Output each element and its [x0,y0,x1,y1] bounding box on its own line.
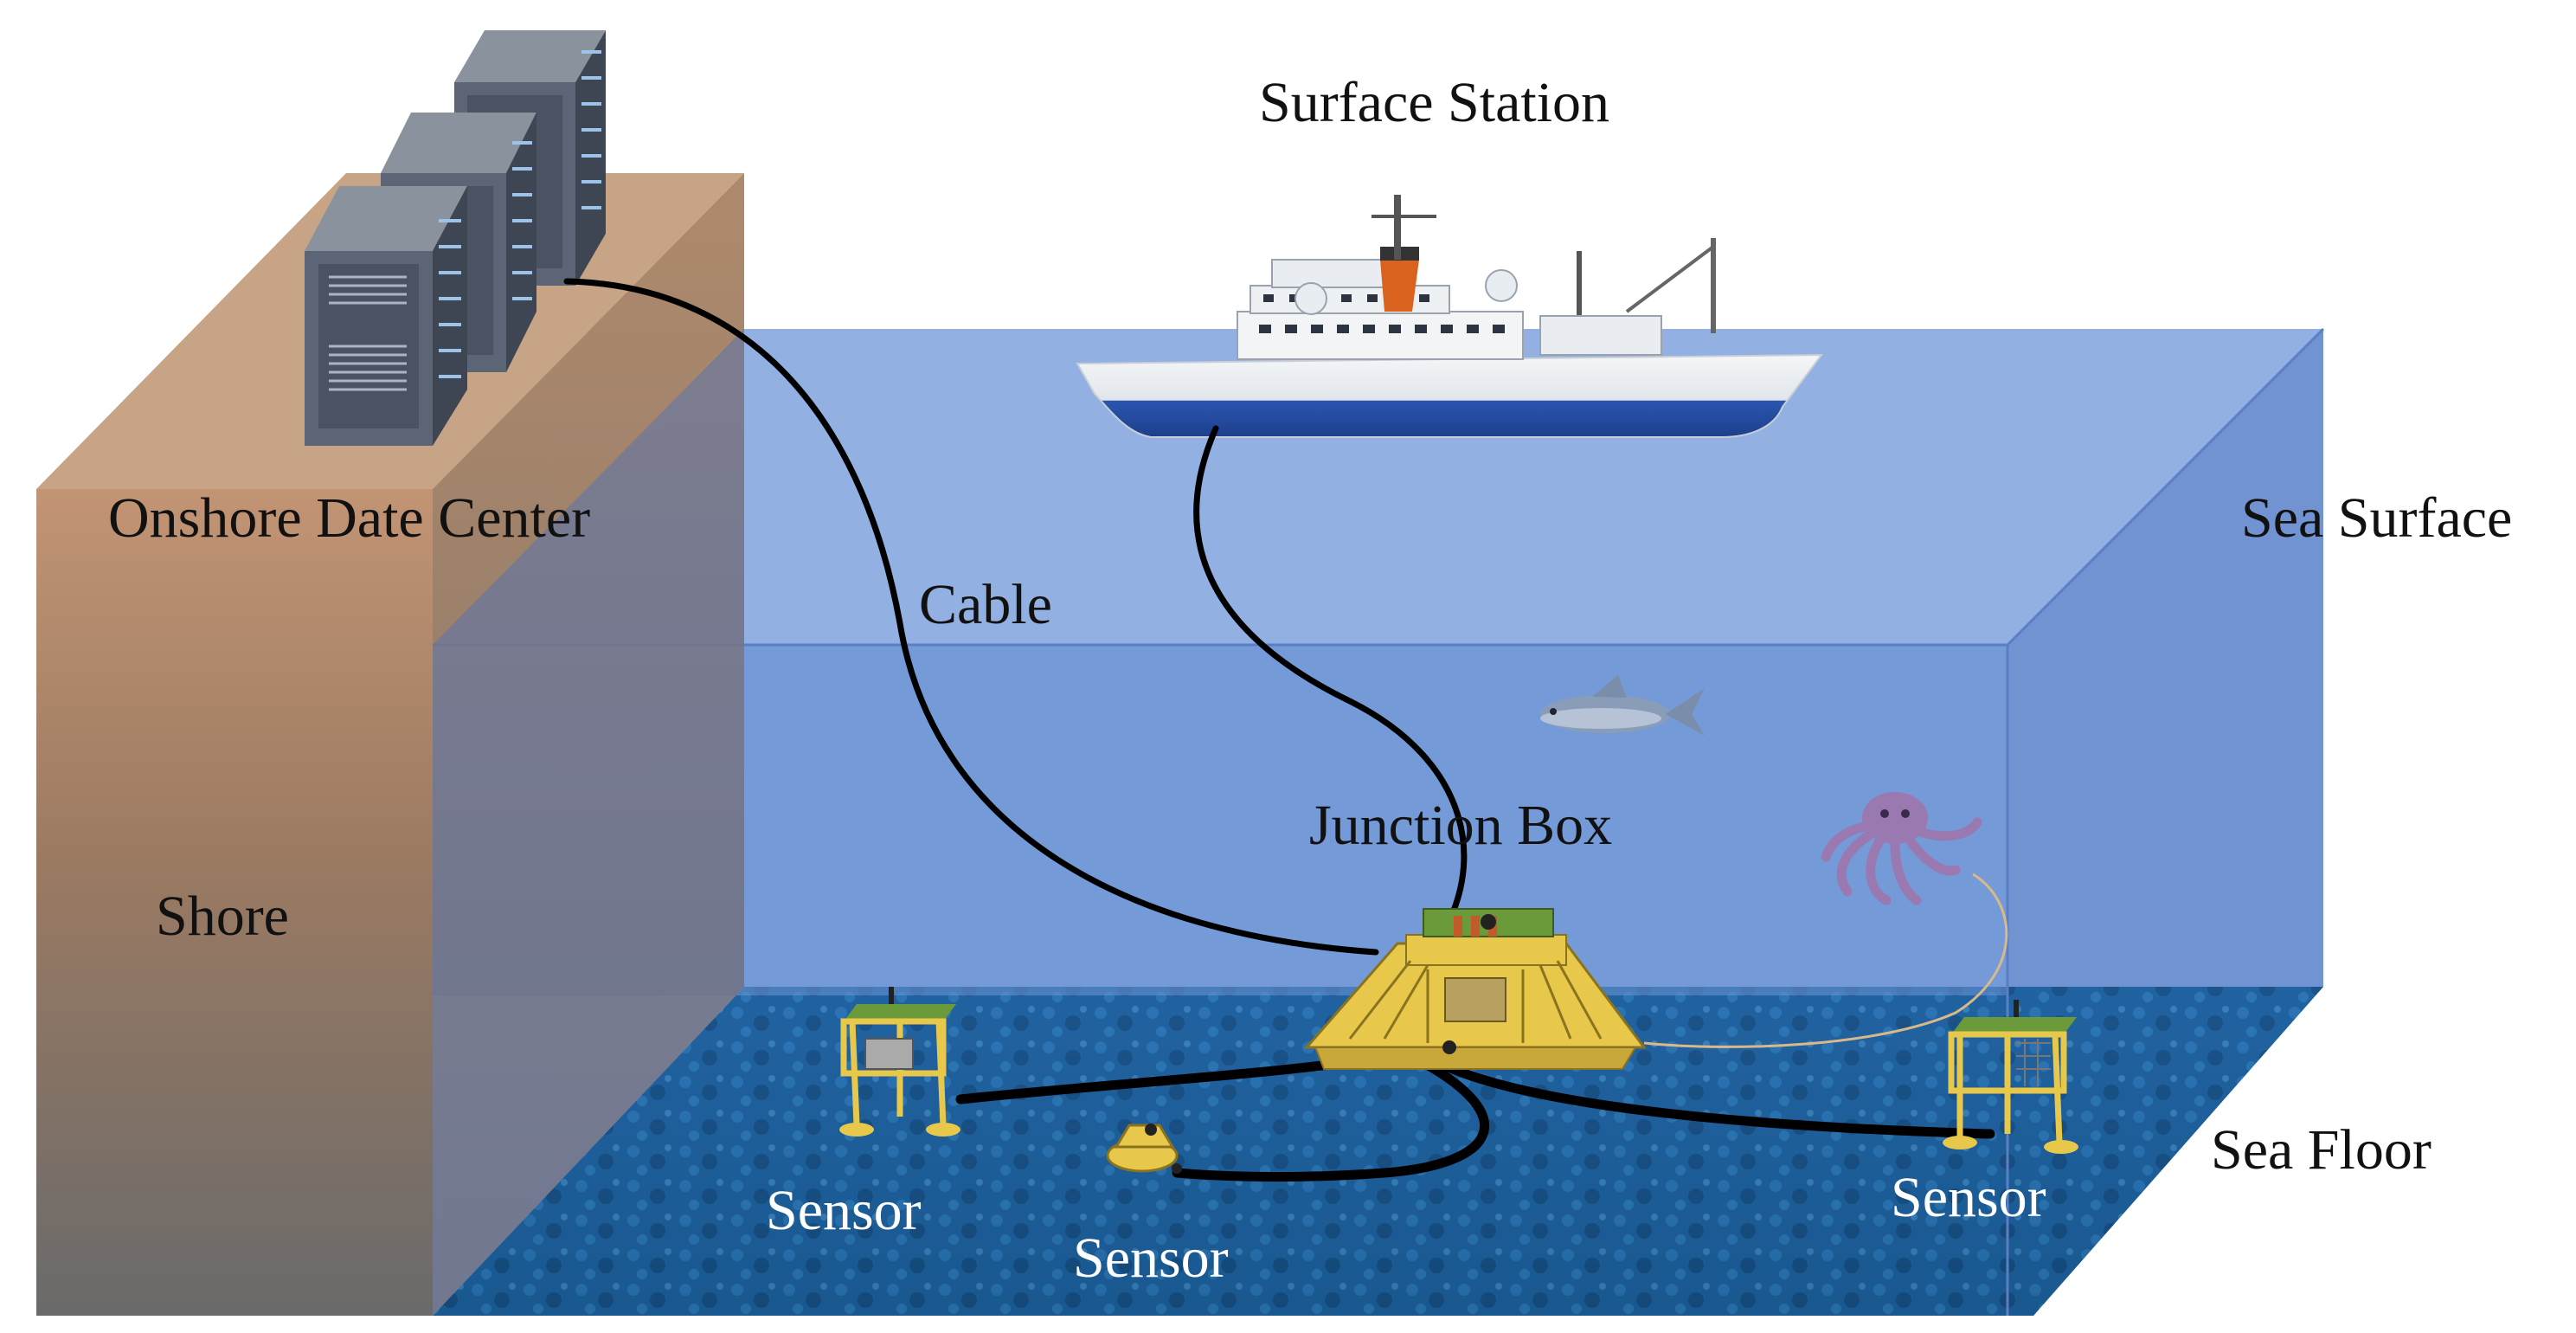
sensor-left-label: Sensor [766,1179,922,1242]
sea-floor-label: Sea Floor [2211,1118,2431,1182]
junction-box-icon [1303,908,1647,1070]
cable-shore-to-junction [563,278,1379,956]
octopus-icon [1643,792,2008,1048]
shore-front [36,489,433,1316]
shore-label: Shore [156,885,289,948]
junction-box-label: Junction Box [1309,794,1612,857]
cable-junction-to-sensor-right [1414,1046,1995,1139]
sensor-middle-label: Sensor [1073,1227,1229,1290]
server-rack-group [305,30,606,446]
sensor-middle-icon [1106,1124,1182,1174]
shore-block [36,173,744,1316]
water-right-wall [2007,329,2323,987]
cables [563,278,1468,956]
cable-junction-to-sensor-middle [1172,1055,1490,1182]
fish-icon [1540,675,1705,736]
shore-side [433,173,744,1316]
sea-surface-label: Sea Surface [2241,486,2512,550]
cable-label: Cable [919,573,1052,636]
ship-icon [1076,195,1824,438]
sea-surface-plane [433,329,2323,645]
sensor-left-icon [839,987,960,1137]
sensor-right-icon [1943,1000,2078,1154]
cable-ship-to-junction [1193,425,1468,947]
server-icon [305,186,467,446]
onshore-data-center-label: Onshore Date Center [108,486,590,550]
sensor-right-label: Sensor [1891,1166,2046,1229]
surface-station-label: Surface Station [1259,71,1609,134]
